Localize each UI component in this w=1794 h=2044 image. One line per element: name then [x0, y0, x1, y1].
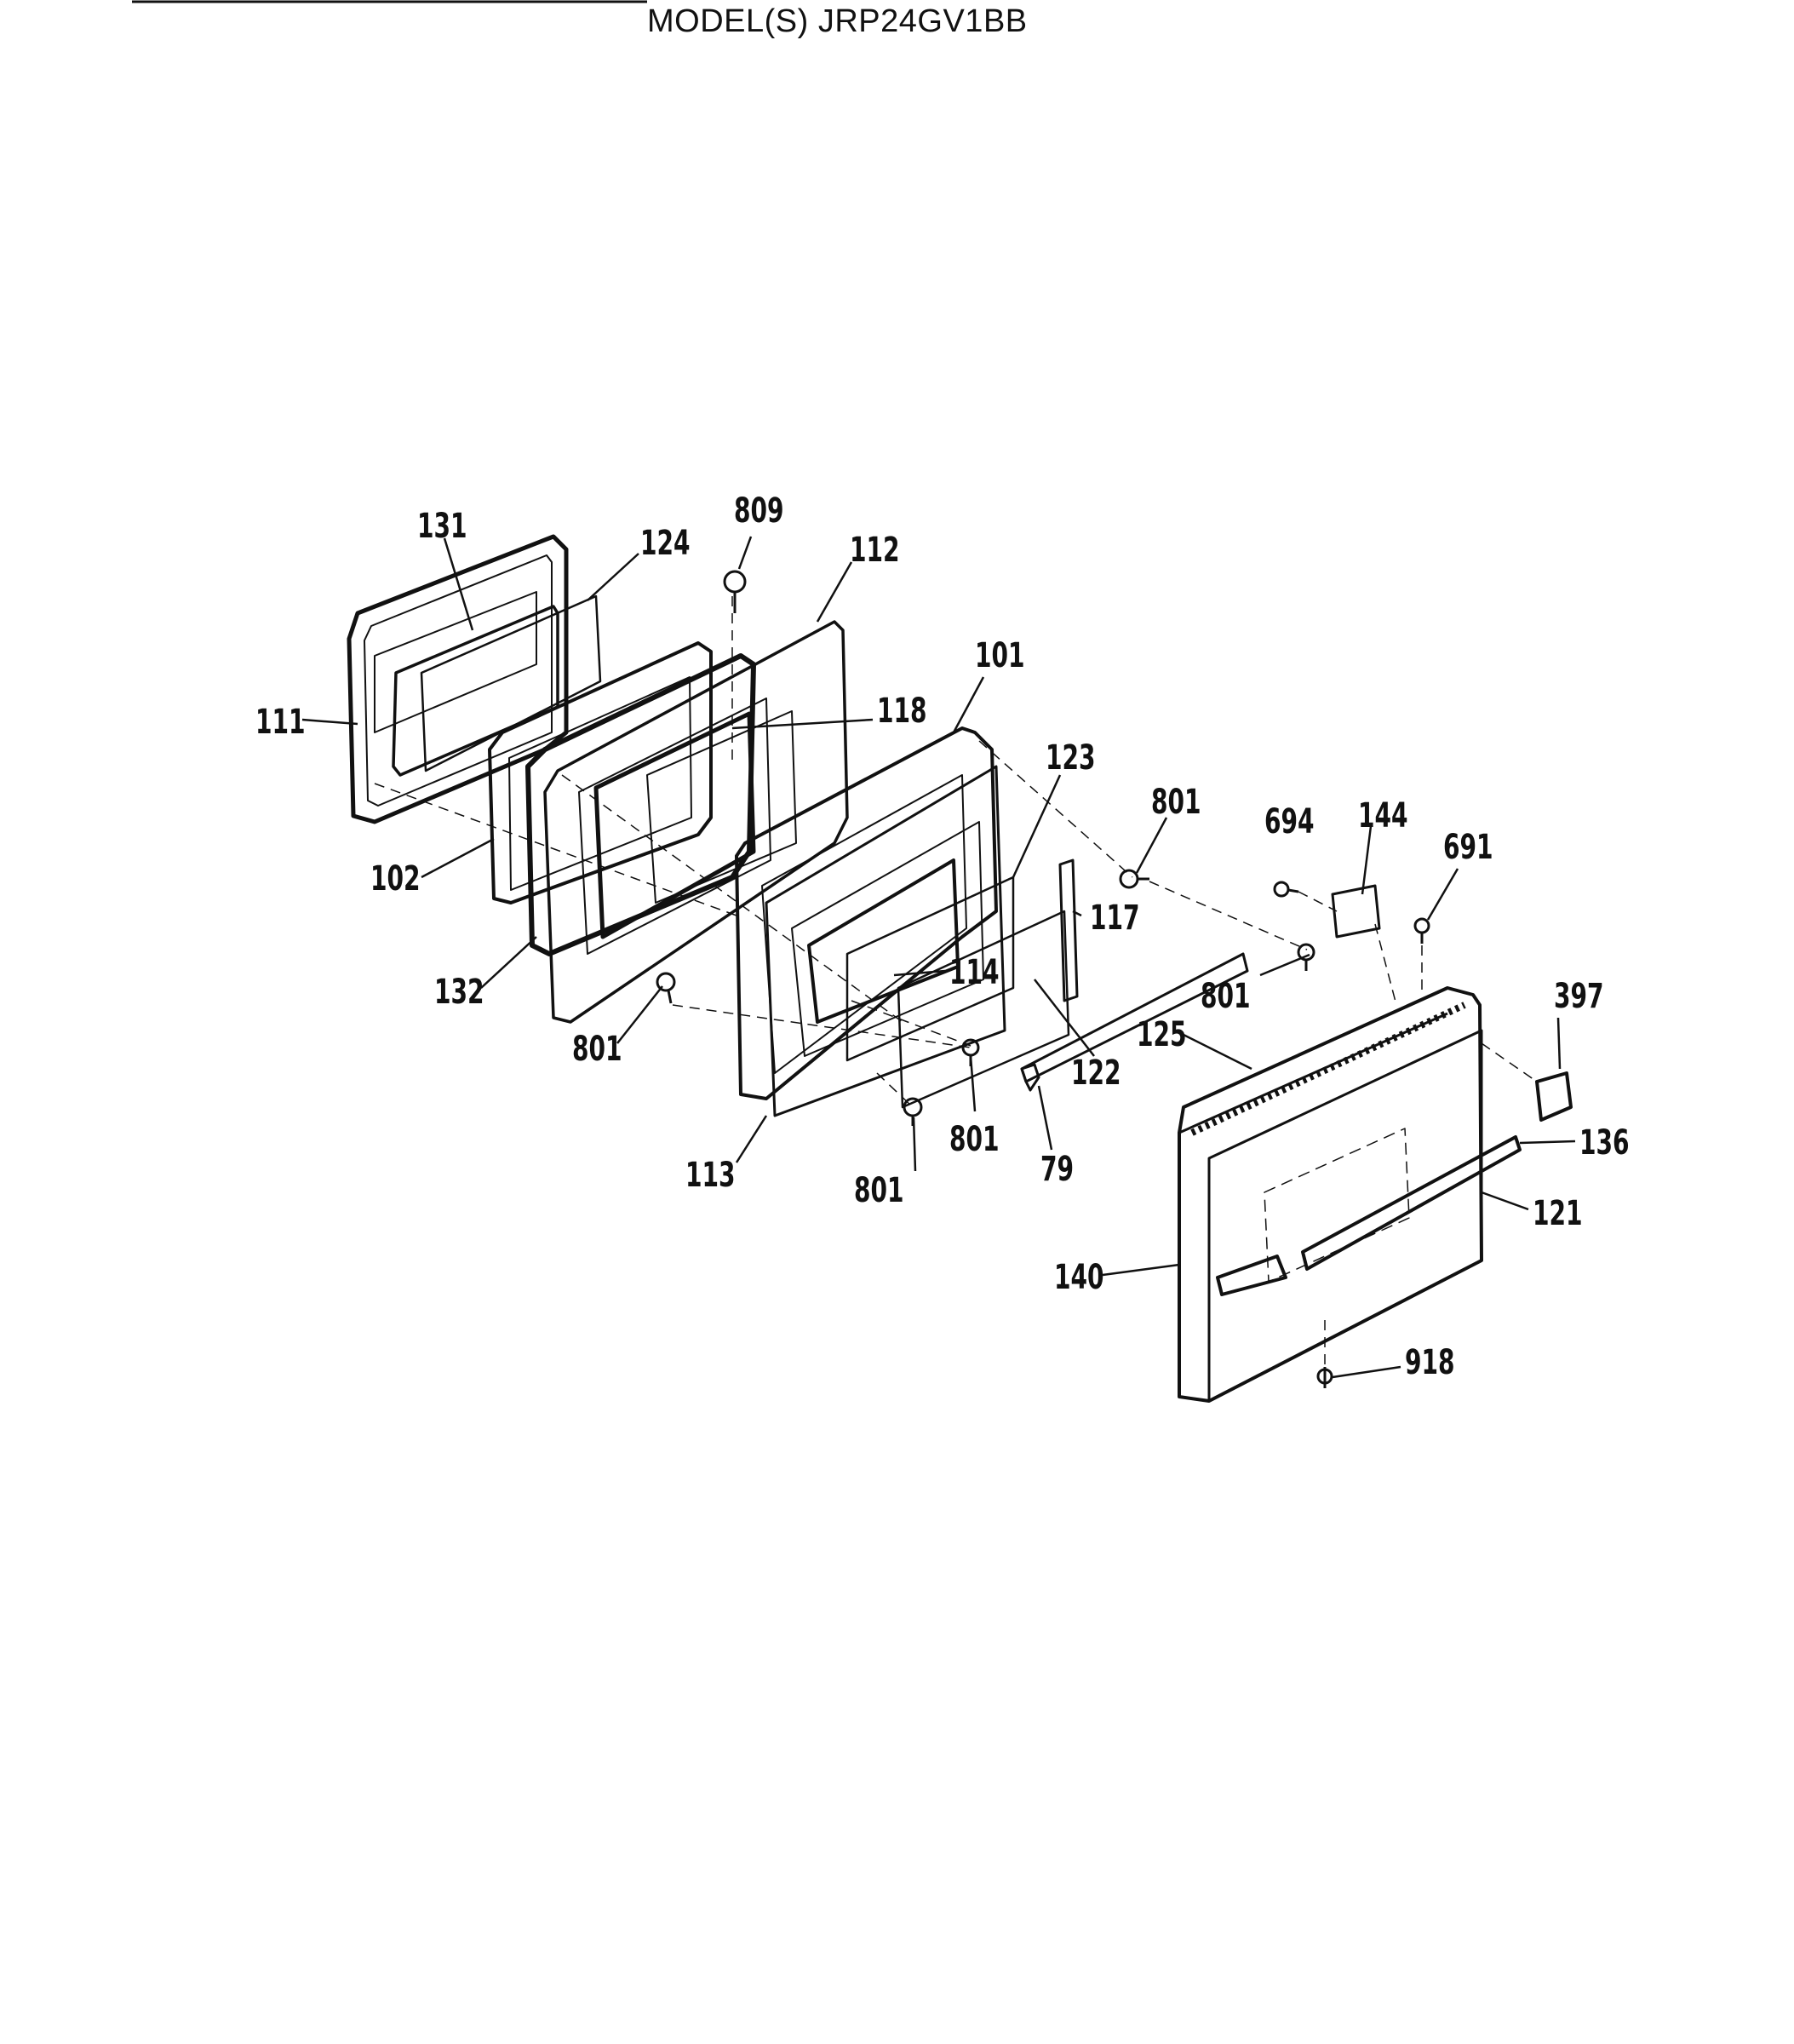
callout-801-c: 801	[1201, 977, 1251, 1016]
callout-136: 136	[1579, 1123, 1630, 1163]
insulation-frame-102	[488, 641, 713, 904]
door-handle-136	[1216, 1071, 1573, 1296]
callout-694: 694	[1264, 802, 1315, 841]
callout-918: 918	[1405, 1343, 1455, 1382]
callout-809: 809	[734, 491, 784, 531]
callout-144: 144	[1358, 796, 1408, 835]
bracket-117	[1058, 858, 1079, 1002]
callout-118: 118	[877, 692, 927, 731]
glass-114	[897, 910, 1070, 1109]
channel-122	[1020, 952, 1249, 1083]
callout-122: 122	[1071, 1054, 1121, 1093]
callout-124: 124	[640, 524, 691, 563]
callout-801-b: 801	[572, 1030, 622, 1069]
inner-glass-frame-112	[543, 620, 849, 1024]
callout-112: 112	[850, 531, 900, 570]
window-glass-124	[420, 594, 602, 772]
callout-801-a: 801	[1151, 783, 1201, 822]
callout-131: 131	[417, 507, 467, 546]
callout-121: 121	[1533, 1194, 1583, 1233]
callout-125: 125	[1137, 1015, 1187, 1054]
screw-801-a	[1119, 869, 1149, 889]
callout-801-d: 801	[949, 1120, 1000, 1159]
screw-801-b	[656, 972, 676, 1004]
model-title: MODEL(S) JRP24GV1BB	[647, 3, 1028, 39]
callout-132: 132	[434, 973, 484, 1012]
callout-117: 117	[1090, 899, 1140, 938]
callout-691: 691	[1443, 828, 1493, 867]
callout-113: 113	[685, 1156, 736, 1195]
callout-79: 79	[1040, 1150, 1075, 1189]
screw-691	[1413, 917, 1430, 944]
alignment-lines	[374, 596, 1538, 1367]
heat-shield-118	[646, 710, 797, 904]
door-outer-frame-113	[765, 765, 1006, 1117]
screw-801-c	[1297, 943, 1315, 971]
glass-123	[845, 876, 1015, 1062]
screw-694	[1273, 881, 1299, 898]
leader-lines	[301, 536, 1576, 1379]
callout-801-e: 801	[854, 1171, 904, 1210]
screw-918	[1316, 1367, 1333, 1388]
callout-123: 123	[1046, 738, 1096, 778]
outer-door-panel	[1178, 986, 1483, 1403]
bracket-144	[1331, 884, 1381, 939]
callout-397: 397	[1554, 977, 1604, 1016]
callout-140: 140	[1054, 1258, 1104, 1297]
callout-101: 101	[975, 636, 1025, 675]
callout-102: 102	[370, 859, 421, 899]
channel-79	[1020, 1063, 1040, 1092]
callout-111: 111	[255, 703, 306, 742]
callout-114: 114	[949, 953, 1000, 992]
screw-809	[723, 570, 747, 613]
